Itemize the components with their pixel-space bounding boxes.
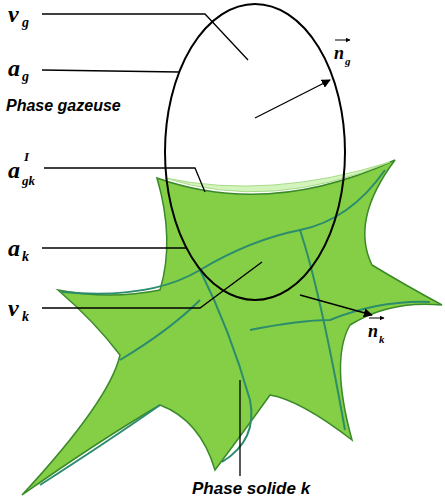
symbol-letter: v — [8, 296, 19, 320]
subscript: gk — [22, 174, 35, 187]
solid-veins — [40, 170, 430, 485]
vector-overbar — [335, 40, 350, 41]
phase-label: Phase gazeuse — [6, 98, 121, 114]
symbol-letter: a — [8, 56, 20, 80]
subscript: k — [379, 334, 385, 345]
vector-letter: n — [368, 322, 378, 340]
subscript: k — [22, 250, 29, 264]
subscript: g — [22, 70, 29, 84]
leader-lines — [42, 14, 262, 476]
vector-overbar — [369, 318, 384, 319]
vector-letter: n — [334, 44, 344, 62]
subscript: g — [345, 56, 351, 67]
symbol-letter: a — [8, 158, 20, 182]
gas-phase-ellipse — [165, 4, 345, 300]
solid-phase-shape — [22, 160, 442, 495]
subscript: g — [22, 16, 29, 30]
normal-vector-solid — [300, 295, 372, 315]
symbol-letter: a — [8, 236, 20, 260]
normal-vector-gas — [255, 80, 330, 118]
symbol-letter: v — [8, 2, 19, 26]
phase-label: Phase solide k — [192, 480, 310, 497]
superscript: I — [24, 150, 29, 163]
subscript: k — [22, 310, 29, 324]
